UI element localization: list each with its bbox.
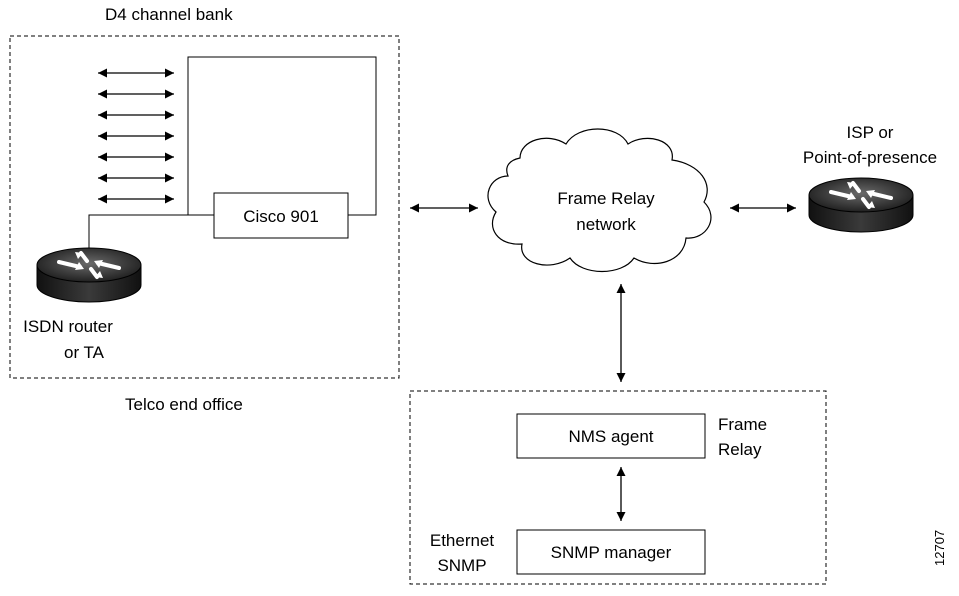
cisco-901-label: Cisco 901 xyxy=(243,207,319,226)
cloud-label-line2: network xyxy=(576,215,636,234)
isp-label-line2: Point-of-presence xyxy=(803,148,937,167)
frame-relay-side-label-line1: Frame xyxy=(718,415,767,434)
d4-channel-bank-label: D4 channel bank xyxy=(105,5,233,24)
nms-agent-box xyxy=(516,413,706,459)
ethernet-label-line2: SNMP xyxy=(437,556,486,575)
isdn-connection-line xyxy=(88,214,214,248)
frame-relay-cloud xyxy=(487,128,712,273)
snmp-manager-box xyxy=(516,529,706,575)
isp-label-line1: ISP or xyxy=(847,123,894,142)
cloud-label-line1: Frame Relay xyxy=(557,189,655,208)
telco-end-office-label: Telco end office xyxy=(125,395,243,414)
figure-id-label: 12707 xyxy=(932,530,947,566)
isdn-label-line2: or TA xyxy=(64,343,105,362)
d4-channel-bank-box xyxy=(187,56,377,216)
channel-arrows xyxy=(98,68,174,204)
frame-relay-side-label-line2: Relay xyxy=(718,440,762,459)
isp-router-icon xyxy=(808,177,914,233)
nms-agent-label: NMS agent xyxy=(568,427,653,446)
telco-end-office-region xyxy=(9,35,400,379)
isdn-label-line1: ISDN router xyxy=(23,317,113,336)
isdn-router-icon xyxy=(36,247,142,303)
snmp-manager-label: SNMP manager xyxy=(551,543,672,562)
management-region xyxy=(409,390,827,585)
ethernet-label-line1: Ethernet xyxy=(430,531,495,550)
